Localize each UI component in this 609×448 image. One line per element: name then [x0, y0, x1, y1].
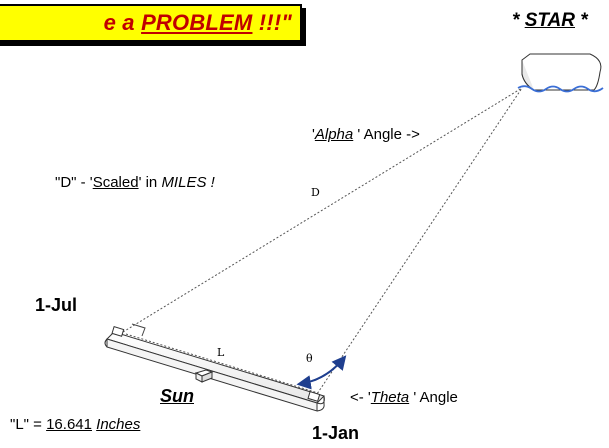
alpha-rest: ' Angle ->: [353, 126, 420, 143]
jul-label: 1-Jul: [35, 295, 78, 315]
problem-banner: e a PROBLEM !!!": [0, 4, 302, 42]
star-waves: [517, 85, 604, 93]
letter-theta: θ: [306, 352, 313, 365]
star-shape: [517, 53, 604, 93]
d-suffix: !: [206, 174, 215, 191]
l-value: 16.641: [46, 416, 92, 433]
d-unit: MILES: [161, 174, 207, 191]
sun-label: Sun: [160, 386, 194, 406]
banner-suffix: !!!": [252, 10, 292, 35]
star-prefix: *: [512, 10, 525, 31]
alpha-angle-label: 'Alpha ' Angle ->: [312, 126, 420, 143]
jan-label: 1-Jan: [312, 423, 360, 443]
alpha-word: Alpha: [314, 126, 354, 143]
banner-word: PROBLEM: [141, 10, 253, 35]
right-angle-marker: [131, 323, 146, 337]
l-prefix: "L" =: [10, 416, 47, 433]
alpha-open: ': [312, 126, 315, 143]
sightline-jan: [312, 87, 523, 401]
theta-word: Theta: [370, 389, 410, 406]
d-middle: ' in: [138, 174, 162, 191]
star-suffix: *: [575, 10, 588, 31]
d-scaled: Scaled: [92, 174, 139, 191]
star-title: * STAR *: [512, 10, 588, 32]
baseline-l: [125, 333, 319, 394]
l-unit: Inches: [96, 416, 141, 433]
letter-d: D: [311, 186, 320, 199]
banner-text: e a PROBLEM !!!": [104, 9, 292, 37]
orbit-rod: [104, 326, 325, 412]
sightline-jul: [122, 87, 523, 333]
theta-suffix: ' Angle: [409, 389, 458, 406]
length-label: "L" = 16.641 Inches: [10, 416, 140, 433]
letter-l: L: [217, 346, 225, 359]
banner-prefix: e a: [103, 10, 142, 35]
theta-angle-label: <- 'Theta ' Angle: [350, 389, 458, 406]
d-prefix: "D" - ': [55, 174, 93, 191]
star-word: STAR: [524, 10, 575, 31]
theta-prefix: <- ': [350, 389, 371, 406]
sun-marker: [194, 369, 214, 383]
distance-label: "D" - 'Scaled' in MILES !: [55, 174, 215, 191]
